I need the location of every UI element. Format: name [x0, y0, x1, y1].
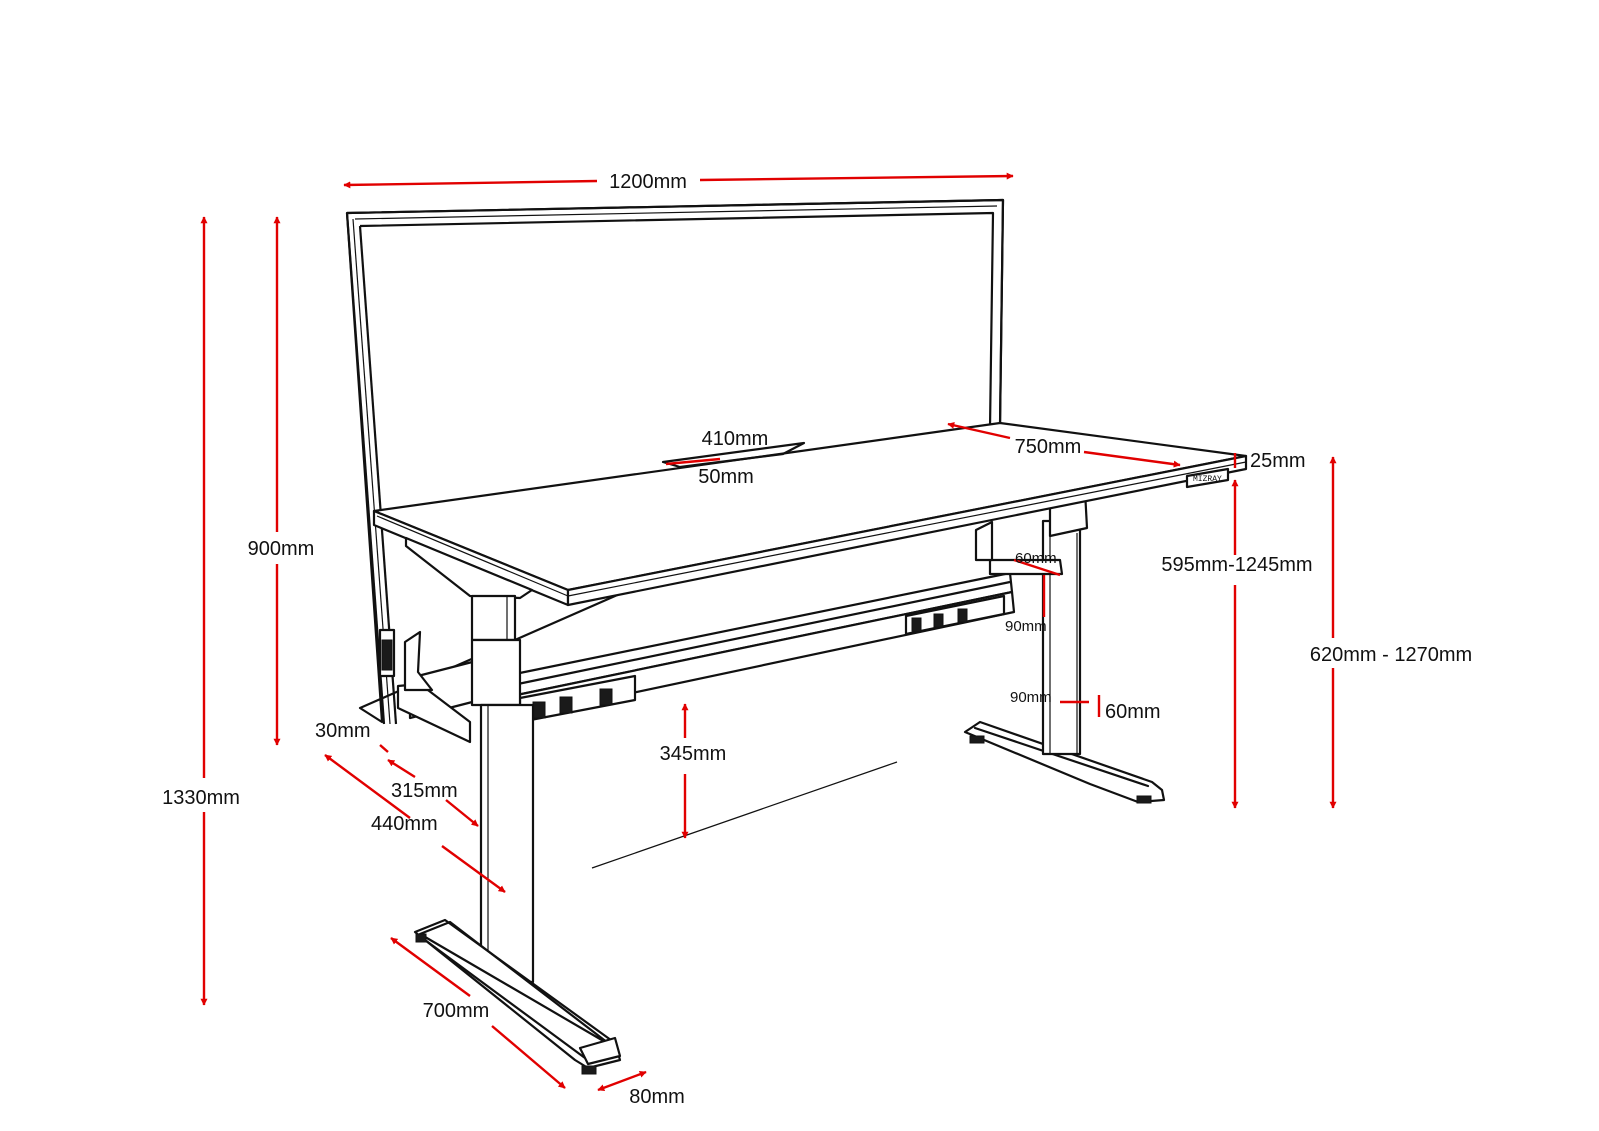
- label-desk-depth: 750mm: [1015, 436, 1082, 458]
- arrow-frame-offset-left: [387, 758, 416, 779]
- arrow-depth-left: [947, 421, 1011, 440]
- label-crossbar-depth: 90mm: [1005, 618, 1047, 635]
- arrow-depth-right: [1083, 450, 1181, 468]
- arrow-width-right: [699, 172, 1014, 182]
- arrow-foot-length-left: [390, 937, 471, 997]
- label-desktop-height-range: 595mm-1245mm: [1161, 554, 1312, 576]
- desk-top: MIZRAY: [372, 421, 1248, 607]
- arrow-leg-offset-left: [324, 754, 411, 819]
- label-cable-tray-depth: 50mm: [698, 466, 754, 488]
- arrow-cable-tray: [665, 457, 721, 466]
- arrow-width-left: [343, 179, 598, 189]
- label-leg-offset: 440mm: [371, 813, 438, 835]
- label-overall-height: 1330mm: [162, 787, 240, 809]
- label-foot-length: 700mm: [423, 1000, 490, 1022]
- label-screen-thickness: 30mm: [315, 720, 371, 742]
- label-leg-width: 60mm: [1105, 701, 1161, 723]
- label-crossbar-height: 60mm: [1015, 550, 1057, 567]
- label-top-thickness: 25mm: [1250, 450, 1306, 472]
- label-frame-offset: 315mm: [391, 780, 458, 802]
- right-leg: [963, 489, 1166, 804]
- arrow-foot-length-right: [491, 1025, 566, 1089]
- label-leg-depth: 90mm: [1010, 689, 1052, 706]
- arrow-leg-offset-right: [441, 845, 506, 893]
- arrow-frame-offset-right: [445, 799, 479, 827]
- brand-plate-label: MIZRAY: [1193, 475, 1222, 484]
- arrow-screen-thickness: [379, 744, 389, 753]
- label-foot-width: 80mm: [629, 1086, 685, 1108]
- label-cable-tray-width: 410mm: [702, 428, 769, 450]
- dimension-arrows: [200, 172, 1337, 1092]
- desk-frame: [396, 520, 1064, 744]
- arrow-crossbar-height: [1013, 558, 1061, 577]
- left-leg: [413, 594, 622, 1075]
- dimension-labels: 1200mm 900mm 1330mm 410mm 50mm 750mm 25m…: [162, 171, 1472, 1108]
- label-width: 1200mm: [609, 171, 687, 193]
- label-overall-height-range: 620mm - 1270mm: [1310, 644, 1472, 666]
- desk-drawing: MIZRAY: [345, 198, 1248, 1075]
- label-screen-height: 900mm: [248, 538, 315, 560]
- arrow-foot-width: [597, 1070, 647, 1092]
- label-crossbar-clearance: 345mm: [660, 743, 727, 765]
- floor-line: [591, 761, 898, 869]
